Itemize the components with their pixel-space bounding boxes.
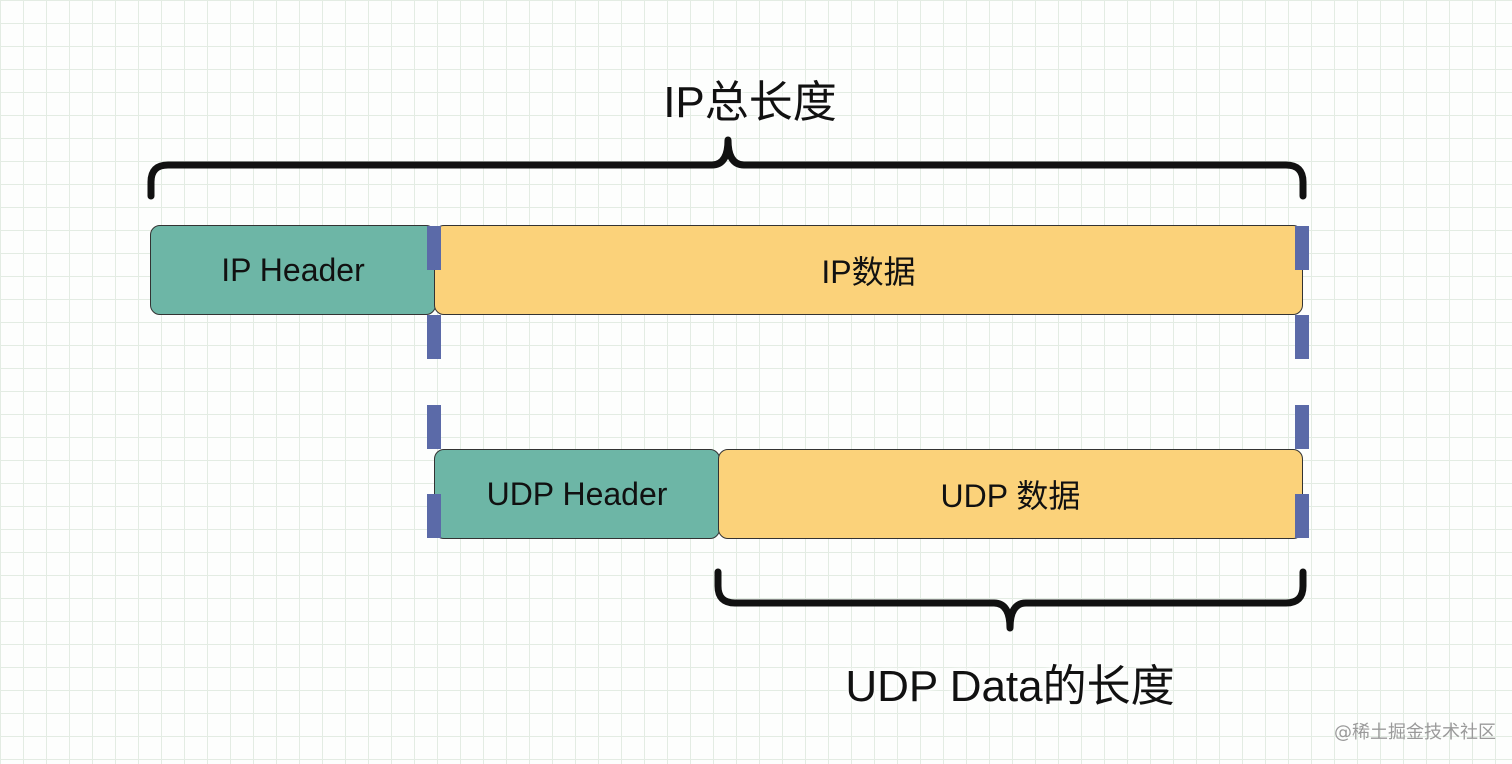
ip-total-length-label: IP总长度 (663, 78, 837, 127)
alignment-marker (1295, 494, 1309, 538)
ip-total-length-brace (147, 136, 1307, 200)
udp-data-length-label: UDP Data的长度 (845, 662, 1175, 711)
alignment-marker (427, 226, 441, 270)
udp-data-block: UDP 数据 (718, 449, 1303, 539)
alignment-marker (1295, 226, 1309, 270)
ip-header-label: IP Header (221, 251, 365, 288)
ip-data-label: IP数据 (821, 254, 916, 290)
watermark: @稀土掘金技术社区 (1334, 722, 1496, 743)
udp-header-block: UDP Header (434, 449, 720, 539)
udp-data-length-brace (714, 568, 1307, 632)
ip-header-block: IP Header (150, 225, 436, 315)
ip-data-block: IP数据 (434, 225, 1303, 315)
alignment-marker (427, 315, 441, 359)
udp-header-label: UDP Header (486, 475, 668, 512)
alignment-marker (1295, 315, 1309, 359)
alignment-marker (427, 405, 441, 449)
udp-data-label: UDP 数据 (940, 478, 1081, 514)
alignment-marker (1295, 405, 1309, 449)
alignment-marker (427, 494, 441, 538)
